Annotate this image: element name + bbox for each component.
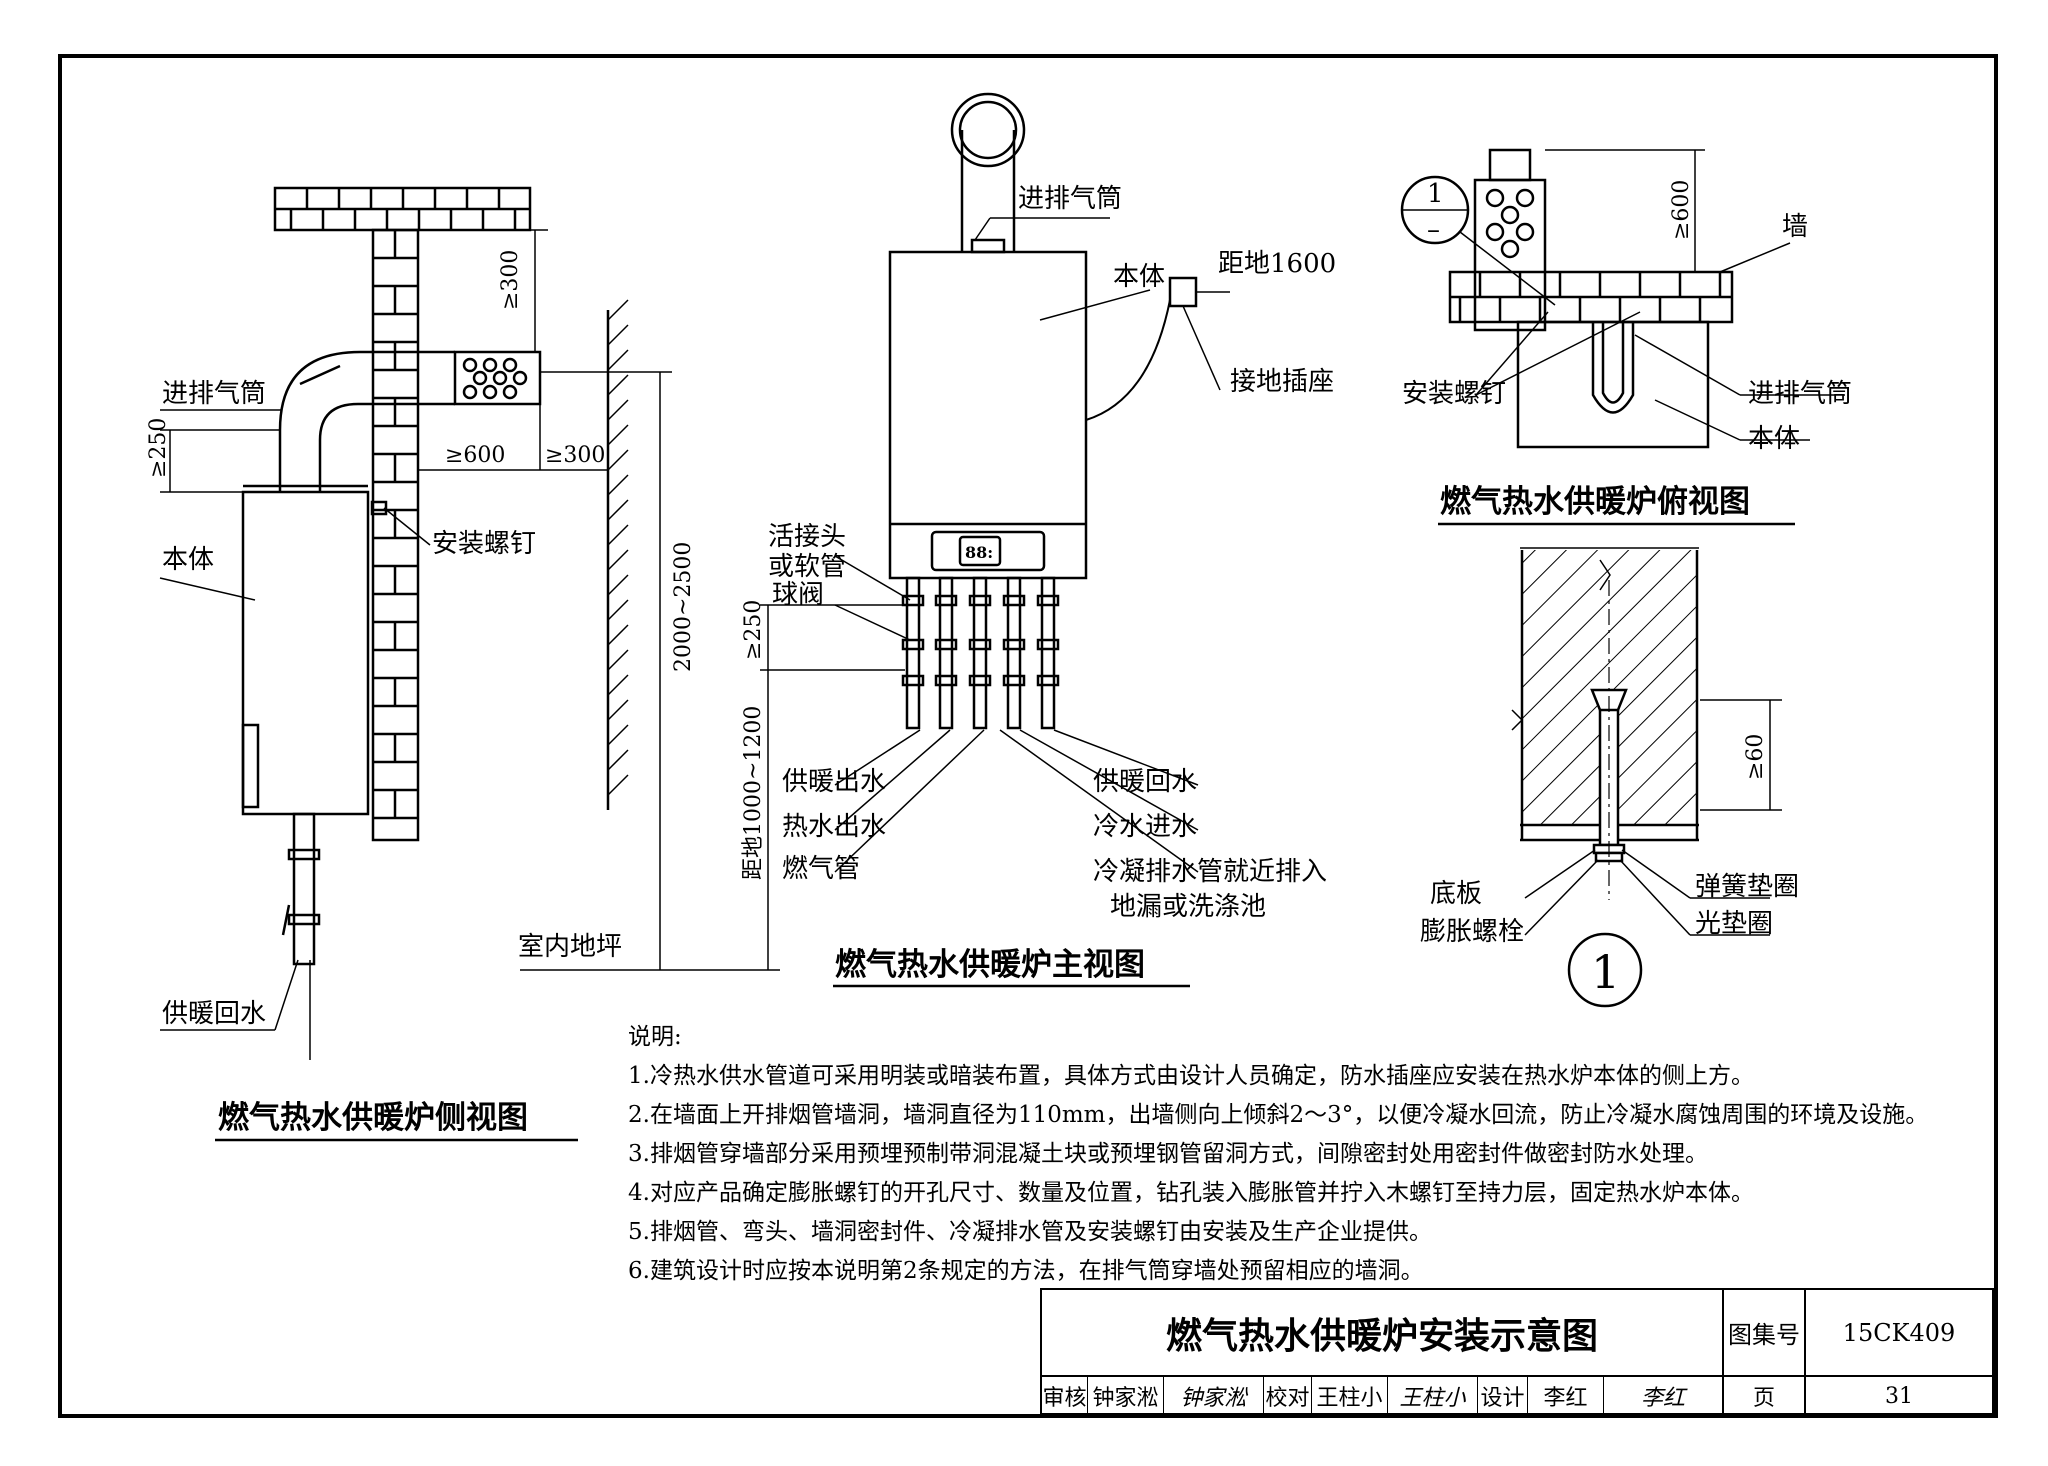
boiler-body-front — [888, 250, 1088, 580]
note-4: 4.对应产品确定膨胀螺钉的开孔尺寸、数量及位置，钻孔装入膨胀管并拧入木螺钉至持力… — [628, 1180, 1754, 1206]
front-view — [760, 92, 1230, 970]
detail-labels: 底板 膨胀螺栓 弹簧垫圈 光垫圈 ≥60 1 — [1420, 734, 1799, 999]
reviewer-name: 钟家淞 — [1088, 1377, 1164, 1415]
drain-label-2: 地漏或洗涤池 — [1110, 892, 1266, 922]
heat-out-label: 供暖出水 — [782, 767, 886, 797]
side-body-label: 本体 — [162, 545, 214, 575]
top-screw-label: 安装螺钉 — [1402, 379, 1506, 409]
drain-label-1: 冷凝排水管就近排入 — [1093, 857, 1327, 887]
detail-ref-dash: – — [1427, 215, 1440, 245]
check-label: 校对 — [1264, 1377, 1312, 1415]
notes-heading: 说明: — [628, 1024, 682, 1050]
socket-label: 接地插座 — [1230, 367, 1334, 397]
socket-height-label: 距地1600 — [1218, 249, 1336, 279]
title-block: 燃气热水供暖炉安装示意图 图集号 15CK409 审核 钟家淞 钟家淞 校对 王… — [1040, 1288, 1994, 1415]
front-flue-label: 进排气筒 — [1018, 184, 1122, 214]
flue-elbow — [278, 350, 455, 492]
floor-label: 室内地坪 — [518, 932, 622, 962]
detail-dim-60: ≥60 — [1743, 734, 1768, 780]
note-5: 5.排烟管、弯头、墙洞密封件、冷凝排水管及安装螺钉由安装及生产企业提供。 — [628, 1219, 1432, 1245]
atlas-number: 15CK409 — [1806, 1290, 1992, 1377]
side-dim-height: 2000~2500 — [671, 542, 696, 672]
page-number: 31 — [1885, 1383, 1913, 1409]
wall-vertical-bricks — [371, 228, 420, 842]
note-3: 3.排烟管穿墙部分采用预埋预制带洞混凝土块或预埋钢管留洞方式，间隙密封处用密封件… — [628, 1141, 1708, 1167]
side-view-caption: 燃气热水供暖炉侧视图 — [218, 1100, 528, 1136]
panel-display: 88: — [965, 543, 993, 562]
hot-out-label: 热水出水 — [782, 812, 886, 842]
review-label: 审核 — [1042, 1377, 1088, 1415]
flue-through-wall — [453, 350, 542, 406]
front-pipes — [901, 576, 1060, 730]
detail-number-circle — [1567, 932, 1643, 1008]
side-return-label: 供暖回水 — [162, 999, 266, 1029]
flue-terminal-circle — [950, 92, 1026, 168]
side-flue-label: 进排气筒 — [162, 379, 266, 409]
bolt-label: 膨胀螺栓 — [1420, 917, 1524, 947]
flat-washer-label: 光垫圈 — [1695, 909, 1773, 939]
top-body-label: 本体 — [1748, 424, 1800, 454]
designer-name: 李红 — [1528, 1377, 1604, 1415]
detail-ref-number: 1 — [1427, 179, 1444, 209]
atlas-label: 图集号 — [1724, 1290, 1806, 1377]
sheet-border — [58, 54, 1998, 1418]
note-6: 6.建筑设计时应按本说明第2条规定的方法，在排气筒穿墙处预留相应的墙洞。 — [628, 1258, 1424, 1284]
gas-label: 燃气管 — [782, 854, 860, 884]
valve-label: 球阀 — [772, 580, 824, 610]
top-view-labels: 1 – 墙 安装螺钉 进排气筒 本体 ≥600 燃气热水供暖炉俯视图 — [1402, 179, 1852, 526]
union-label-1: 活接头 — [768, 522, 846, 552]
front-body-label: 本体 — [1113, 262, 1165, 292]
drawing-title: 燃气热水供暖炉安装示意图 — [1042, 1290, 1724, 1377]
note-1: 1.冷热水供水管道可采用明装或暗装布置，具体方式由设计人员确定，防水插座应安装在… — [628, 1063, 1754, 1089]
side-view-labels: 进排气筒 本体 安装螺钉 供暖回水 室内地坪 ≥300 ≥250 ≥600 ≥3… — [146, 250, 696, 1142]
checker-name: 王柱小 — [1312, 1377, 1388, 1415]
top-view-caption: 燃气热水供暖炉俯视图 — [1440, 484, 1750, 520]
front-dim-250: ≥250 — [741, 600, 766, 660]
boiler-body-side — [241, 490, 370, 816]
wall-top-bricks — [273, 186, 532, 232]
side-screw-label: 安装螺钉 — [432, 529, 536, 559]
side-dim-300-vertical: ≥300 — [498, 250, 523, 310]
top-flue — [1473, 178, 1547, 332]
side-dim-250: ≥250 — [146, 418, 171, 478]
plate-label: 底板 — [1430, 879, 1482, 909]
checker-signature: 王柱小 — [1388, 1377, 1478, 1415]
detail-number: 1 — [1591, 945, 1620, 999]
cold-in-label: 冷水进水 — [1093, 812, 1197, 842]
side-dim-300-horizontal: ≥300 — [545, 443, 605, 468]
top-dim-600: ≥600 — [1669, 180, 1694, 240]
front-view-caption: 燃气热水供暖炉主视图 — [835, 947, 1145, 983]
top-view — [1400, 148, 1845, 449]
front-dim-height: 距地1000~1200 — [741, 706, 766, 880]
detail-1 — [1511, 547, 1782, 1008]
union-label-2: 或软管 — [768, 552, 846, 582]
page-label: 页 — [1724, 1377, 1806, 1415]
top-body — [1516, 320, 1710, 449]
notes-block: 说明: 1.冷热水供水管道可采用明装或暗装布置，具体方式由设计人员确定，防水插座… — [628, 1018, 2028, 1291]
side-view — [159, 186, 780, 1060]
note-2: 2.在墙面上开排烟管墙洞，墙洞直径为110mm，出墙侧向上倾斜2～3°，以便冷凝… — [628, 1102, 1929, 1128]
top-wall-label: 墙 — [1782, 212, 1808, 242]
design-label: 设计 — [1478, 1377, 1528, 1415]
side-dim-600: ≥600 — [445, 443, 505, 468]
heat-return-label: 供暖回水 — [1093, 767, 1197, 797]
reviewer-signature: 钟家淞 — [1164, 1377, 1264, 1415]
ground-socket — [1168, 276, 1198, 308]
control-panel — [930, 530, 1046, 572]
spring-washer-label: 弹簧垫圈 — [1695, 872, 1799, 902]
front-view-labels: 进排气筒 本体 距地1600 接地插座 活接头 或软管 球阀 供暖出水 热水出水… — [741, 184, 1336, 988]
designer-signature: 李红 — [1604, 1377, 1724, 1415]
top-flue-label: 进排气筒 — [1748, 379, 1852, 409]
